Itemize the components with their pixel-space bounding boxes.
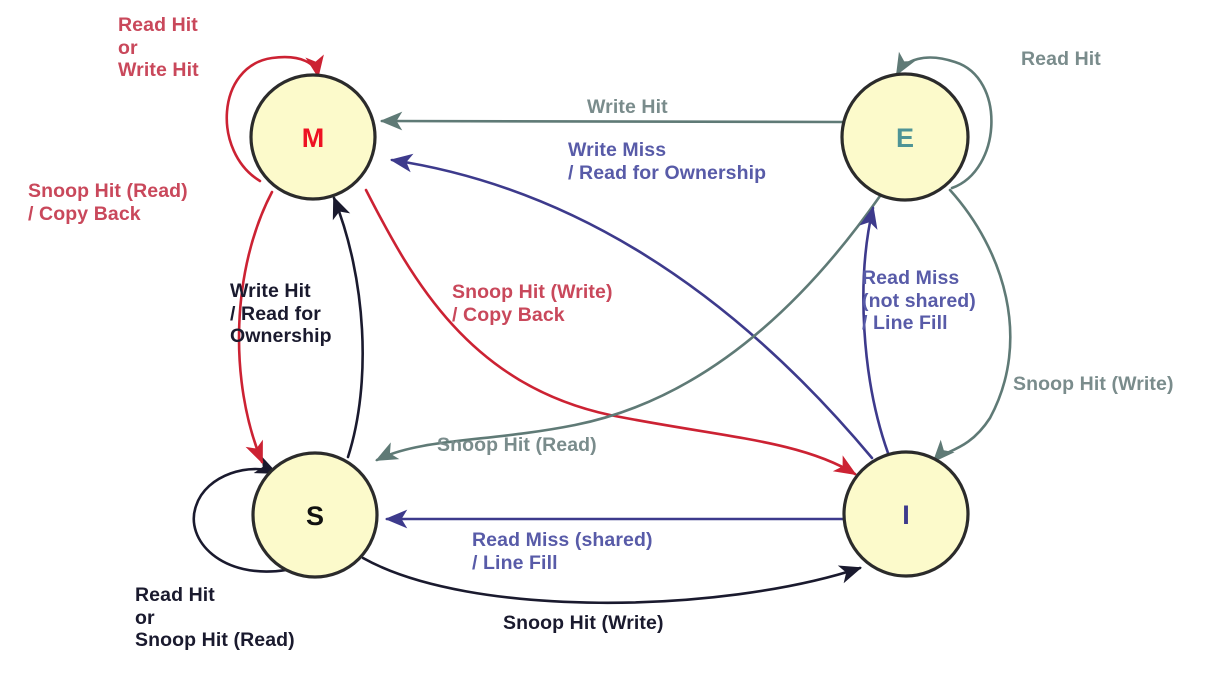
- label-line: Read Miss (shared): [472, 529, 653, 551]
- label-line: Snoop Hit (Read): [437, 434, 597, 456]
- state-node-e[interactable]: E: [840, 72, 970, 202]
- label-line: Write Hit: [230, 280, 311, 302]
- edge-i-to-e: [859, 205, 890, 455]
- label-line: Write Hit: [118, 59, 199, 82]
- label-line: / Copy Back: [28, 202, 141, 225]
- edge-label-s-to-i: Snoop Hit (Write): [503, 612, 664, 635]
- edge-m-to-i: [364, 188, 857, 476]
- edge-m-to-s: [237, 190, 274, 464]
- state-label-m: M: [302, 123, 325, 153]
- label-line: Write Hit: [587, 96, 668, 118]
- state-node-i[interactable]: I: [842, 450, 970, 578]
- label-line: Read Hit: [118, 14, 198, 36]
- state-node-m[interactable]: M: [249, 73, 377, 201]
- label-line: / Read for Ownership: [568, 161, 767, 184]
- edge-label-i-to-m: Write Miss/ Read for Ownership: [568, 139, 766, 184]
- label-line: (not shared): [862, 289, 976, 312]
- label-line: or: [118, 36, 138, 59]
- state-label-e: E: [896, 123, 914, 153]
- label-line: / Copy Back: [452, 303, 565, 326]
- edge-label-m-to-s: Snoop Hit (Read)/ Copy Back: [28, 180, 188, 225]
- label-line: Write Miss: [568, 139, 667, 161]
- edge-s-to-s: [192, 456, 288, 573]
- edge-e-to-s: [375, 194, 882, 462]
- edge-label-m-to-i: Snoop Hit (Write)/ Copy Back: [452, 281, 613, 326]
- label-line: or: [135, 606, 155, 629]
- edge-m-to-m: [225, 54, 324, 183]
- edge-i-to-m: [389, 153, 874, 460]
- edge-label-i-to-e: Read Miss(not shared)/ Line Fill: [862, 267, 976, 335]
- label-line: Snoop Hit (Write): [503, 612, 664, 634]
- edge-e-to-i: [932, 188, 1012, 463]
- edge-label-e-to-s: Snoop Hit (Read): [437, 434, 597, 457]
- label-line: Snoop Hit (Write): [452, 281, 613, 303]
- label-line: Snoop Hit (Read): [135, 629, 295, 652]
- label-line: Read Hit: [1021, 48, 1101, 70]
- edge-label-e-to-m: Write Hit: [587, 96, 668, 119]
- label-line: Ownership: [230, 325, 332, 348]
- label-line: Read Hit: [135, 584, 215, 606]
- label-line: Snoop Hit (Write): [1013, 373, 1174, 395]
- edge-e-to-m: [379, 111, 844, 131]
- label-line: / Line Fill: [862, 312, 948, 335]
- label-line: Snoop Hit (Read): [28, 180, 188, 202]
- state-label-i: I: [902, 500, 910, 530]
- edge-label-e-to-i: Snoop Hit (Write): [1013, 373, 1174, 396]
- state-label-s: S: [306, 501, 324, 531]
- state-node-s[interactable]: S: [251, 451, 379, 579]
- edge-s-to-m: [332, 196, 364, 459]
- edge-label-e-self: Read Hit: [1021, 48, 1101, 71]
- label-line: / Line Fill: [472, 551, 558, 574]
- edge-label-i-to-s: Read Miss (shared)/ Line Fill: [472, 529, 653, 574]
- edge-s-to-i: [361, 556, 862, 605]
- edge-e-to-e: [895, 51, 993, 190]
- label-line: / Read for: [230, 302, 321, 325]
- label-line: Read Miss: [862, 267, 960, 289]
